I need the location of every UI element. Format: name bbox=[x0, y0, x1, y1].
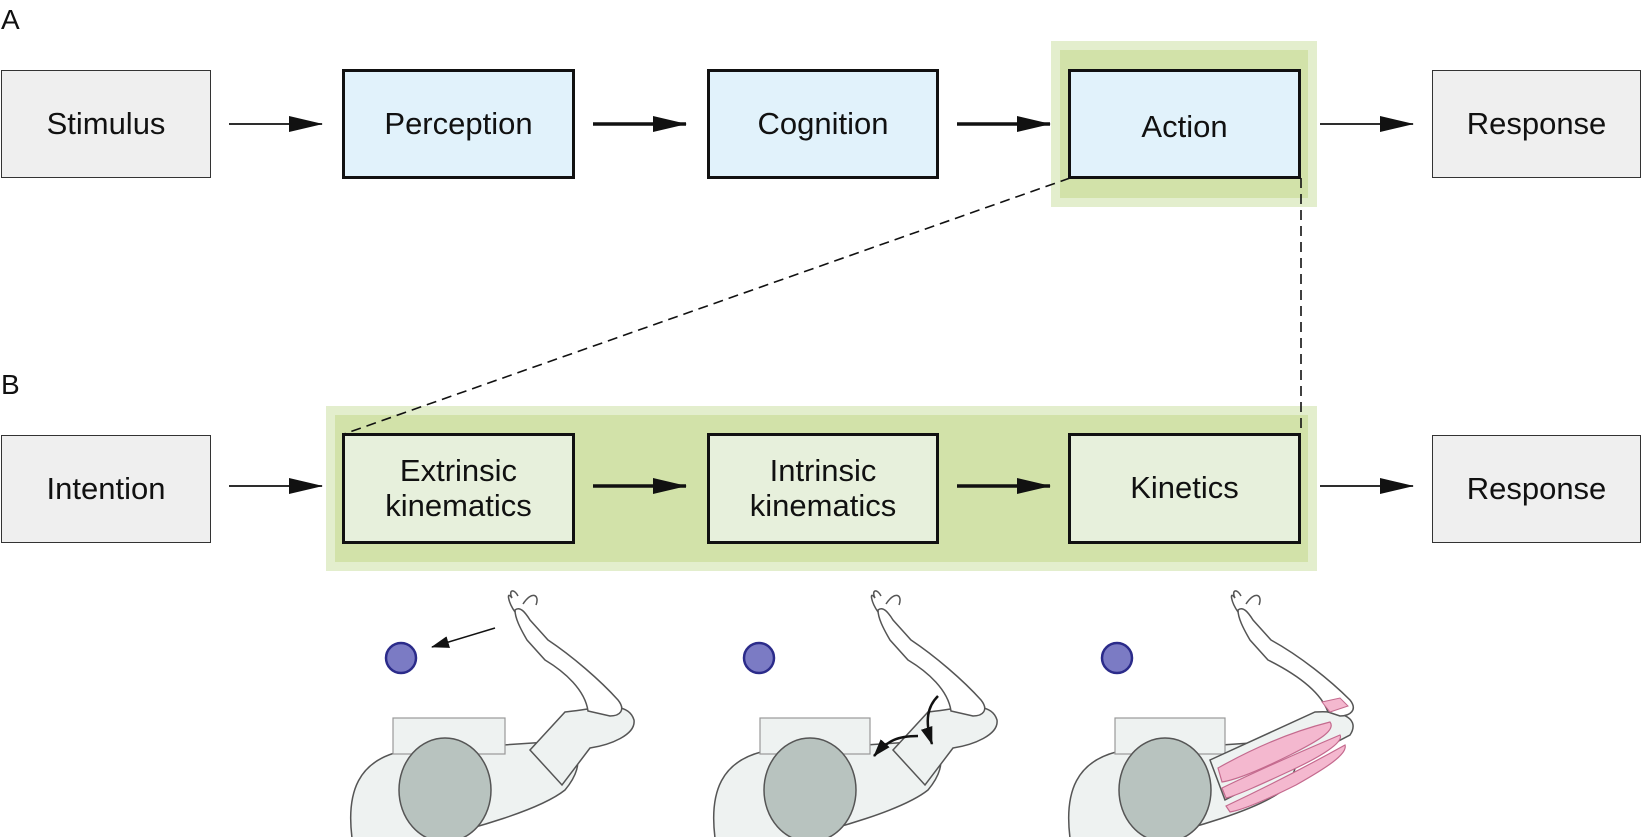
extrinsic-label-line1: Extrinsic bbox=[399, 452, 518, 488]
perception-label: Perception bbox=[384, 105, 533, 141]
response-box-a: Response bbox=[1432, 70, 1641, 178]
response-label-b: Response bbox=[1466, 470, 1607, 506]
action-label: Action bbox=[1141, 108, 1228, 144]
stimulus-box: Stimulus bbox=[1, 70, 211, 178]
extrinsic-kinematics-box: Extrinsic kinematics bbox=[342, 433, 575, 544]
cognition-label: Cognition bbox=[757, 105, 889, 141]
intention-label: Intention bbox=[46, 470, 166, 506]
target-dot bbox=[742, 641, 776, 675]
intrinsic-kinematics-box: Intrinsic kinematics bbox=[707, 433, 939, 544]
perception-box: Perception bbox=[342, 69, 575, 179]
target-dot bbox=[1100, 641, 1134, 675]
stimulus-label: Stimulus bbox=[46, 105, 166, 141]
kinetics-box: Kinetics bbox=[1068, 433, 1301, 544]
extrinsic-label-line2: kinematics bbox=[385, 487, 532, 523]
arm-reach-arrow-icon bbox=[349, 590, 635, 837]
kinetics-label: Kinetics bbox=[1130, 470, 1239, 506]
panel-b-label: B bbox=[1, 369, 20, 400]
response-box-b: Response bbox=[1432, 435, 1641, 543]
action-box: Action bbox=[1068, 69, 1301, 179]
cognition-box: Cognition bbox=[707, 69, 939, 179]
zoom-dashed-lines bbox=[343, 177, 1302, 435]
panel-a-label: A bbox=[1, 4, 20, 35]
joint-rotation-icon bbox=[712, 590, 998, 837]
response-label-a: Response bbox=[1466, 105, 1607, 141]
intrinsic-label-line2: kinematics bbox=[749, 487, 897, 523]
intrinsic-label-line1: Intrinsic bbox=[769, 452, 877, 488]
target-dot bbox=[384, 641, 418, 675]
intention-box: Intention bbox=[1, 435, 211, 543]
arm-muscles-icon bbox=[1067, 590, 1354, 837]
